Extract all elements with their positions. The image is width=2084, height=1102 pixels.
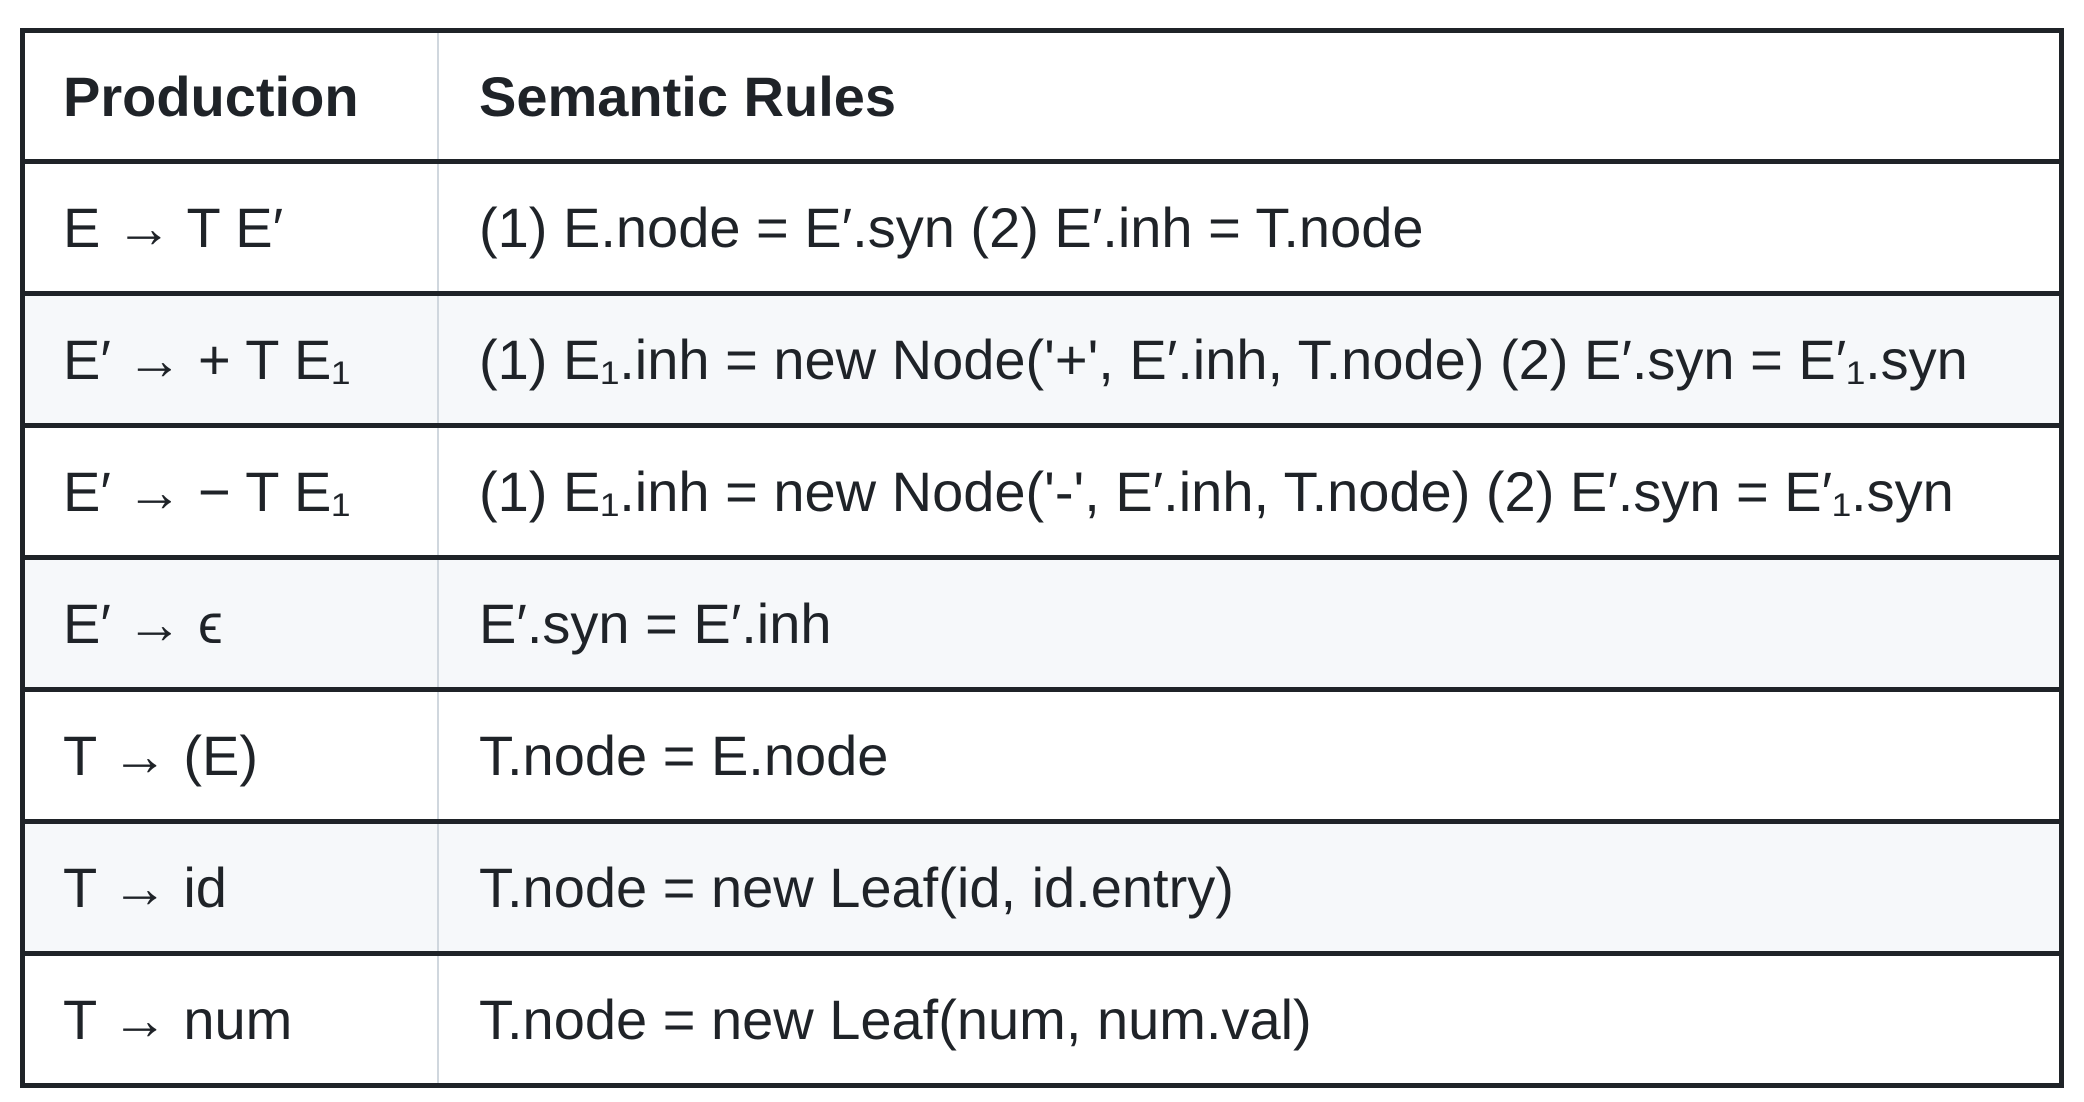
production-cell: T → id (22, 819, 439, 954)
production-cell: E′ → ϵ (22, 555, 439, 690)
semantic-rule-cell: T.node = E.node (438, 687, 2062, 822)
table-row: E → T E′ (1) E.node = E′.syn (2) E′.inh … (22, 159, 2062, 294)
semantic-rule-cell: (1) E₁.inh = new Node('-', E′.inh, T.nod… (438, 423, 2062, 558)
production-cell: E → T E′ (22, 159, 439, 294)
table-body: E → T E′ (1) E.node = E′.syn (2) E′.inh … (22, 159, 2062, 1086)
semantic-rule-cell: (1) E₁.inh = new Node('+', E′.inh, T.nod… (438, 291, 2062, 426)
header-row: Production Semantic Rules (22, 30, 2062, 162)
production-cell: T → num (22, 951, 439, 1086)
table-row: E′ → − T E₁ (1) E₁.inh = new Node('-', E… (22, 423, 2062, 558)
table-header: Production Semantic Rules (22, 30, 2062, 162)
semantic-rules-column-header: Semantic Rules (479, 64, 897, 128)
table-row: T → id T.node = new Leaf(id, id.entry) (22, 819, 2062, 954)
production-cell: E′ → − T E₁ (22, 423, 439, 558)
semantic-rule-cell: T.node = new Leaf(id, id.entry) (438, 819, 2062, 954)
production-column-header: Production (22, 30, 439, 162)
table-row: T → (E) T.node = E.node (22, 687, 2062, 822)
semantic-rule-cell: (1) E.node = E′.syn (2) E′.inh = T.node (438, 159, 2062, 294)
table-row: E′ → ϵ E′.syn = E′.inh (22, 555, 2062, 690)
table-row: E′ → + T E₁ (1) E₁.inh = new Node('+', E… (22, 291, 2062, 426)
production-cell: E′ → + T E₁ (22, 291, 439, 426)
table-row: T → num T.node = new Leaf(num, num.val) (22, 951, 2062, 1086)
semantic-rule-cell: E′.syn = E′.inh (438, 555, 2062, 690)
semantic-rule-cell: T.node = new Leaf(num, num.val) (438, 951, 2062, 1086)
semantic-rules-table: Production Semantic Rules E → T E′ (1) E… (20, 28, 2064, 1088)
production-cell: T → (E) (22, 687, 439, 822)
